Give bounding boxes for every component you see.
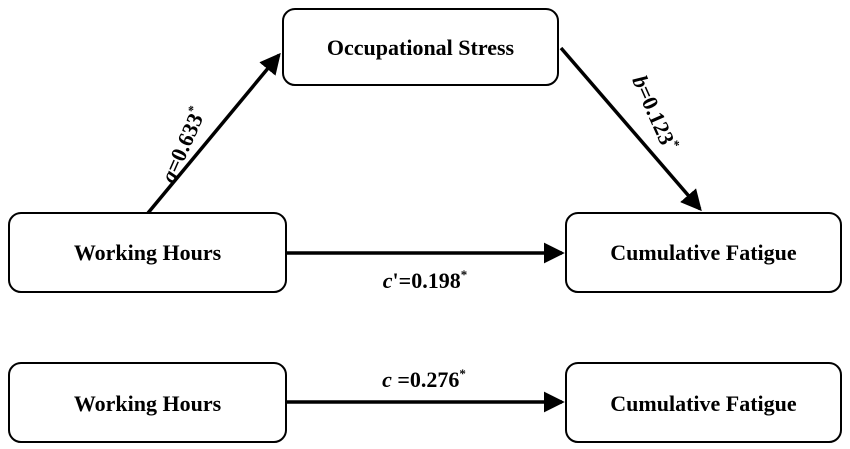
node-working-hours-top: Working Hours	[8, 212, 287, 293]
coef-c-prime: c'=0.198*	[383, 267, 467, 293]
arrow-path-b	[559, 46, 702, 212]
coef-b: b=0.123*	[627, 71, 683, 154]
coef-c-value: =0.276	[392, 367, 460, 392]
coef-c-prime-value: =0.198	[399, 268, 461, 293]
node-cumulative-fatigue-bottom: Cumulative Fatigue	[565, 362, 842, 443]
total-effect-model: Working Hours Cumulative Fatigue c =0.27…	[8, 362, 842, 443]
coef-c-prime-symbol: c	[383, 268, 393, 293]
node-working-hours-bottom-label: Working Hours	[74, 391, 222, 416]
coef-a-value: =0.633	[160, 109, 208, 176]
coef-c-symbol: c	[382, 367, 392, 392]
node-working-hours-top-label: Working Hours	[74, 240, 222, 265]
arrow-path-a	[146, 52, 281, 215]
node-cumulative-fatigue-top-label: Cumulative Fatigue	[610, 240, 797, 265]
coef-c: c =0.276*	[382, 366, 466, 392]
node-working-hours-bottom: Working Hours	[8, 362, 287, 443]
coef-c-prime-mark: '	[393, 268, 399, 293]
svg-text:b=0.123*: b=0.123*	[627, 71, 683, 154]
coef-c-significance: *	[459, 366, 466, 381]
node-occupational-stress: Occupational Stress	[282, 8, 559, 86]
coef-c-prime-significance: *	[461, 267, 468, 282]
mediation-model: Occupational Stress Working Hours Cumula…	[8, 8, 842, 293]
node-cumulative-fatigue-bottom-label: Cumulative Fatigue	[610, 391, 797, 416]
node-occupational-stress-label: Occupational Stress	[327, 35, 515, 60]
node-cumulative-fatigue-top: Cumulative Fatigue	[565, 212, 842, 293]
